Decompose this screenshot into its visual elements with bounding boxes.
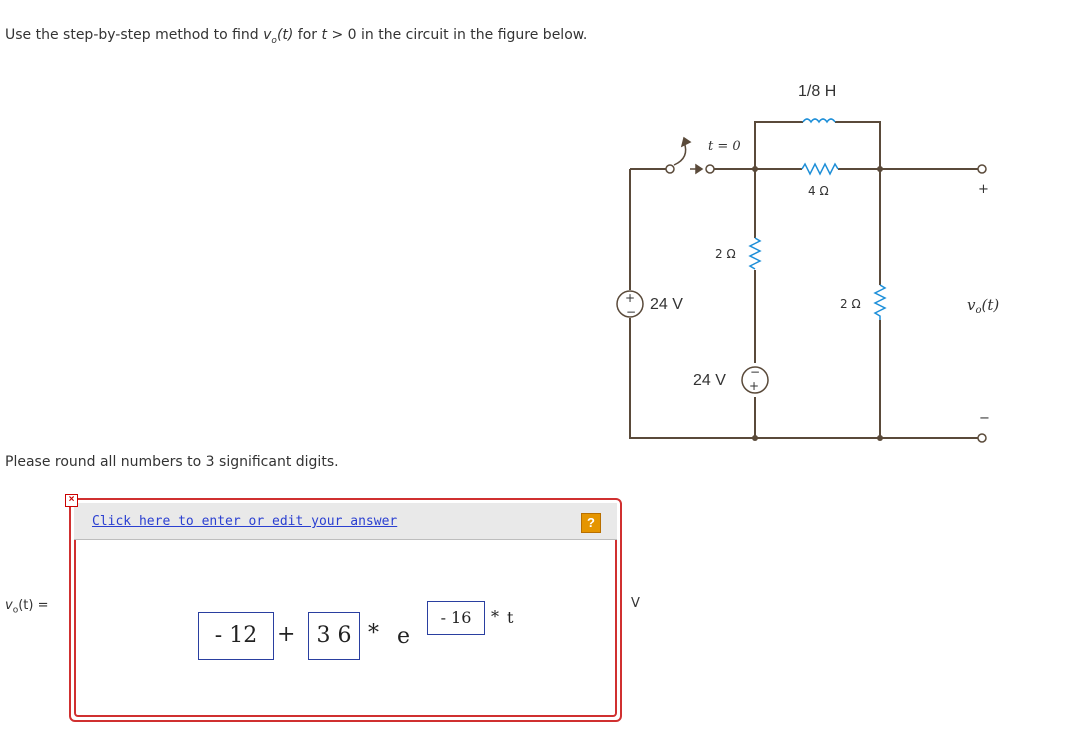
inductor-label: 1/8 H: [798, 83, 836, 100]
source-left: [616, 290, 644, 318]
output-label: vo(t): [967, 296, 999, 316]
answer-widget[interactable]: Click here to enter or edit your answer …: [69, 498, 622, 722]
switch-label: t = 0: [708, 139, 741, 154]
terminal-minus: [977, 433, 987, 443]
t-variable: t: [507, 608, 514, 627]
output-plus: +: [978, 182, 989, 197]
exp-base: e: [397, 624, 411, 649]
plus-operator: +: [277, 622, 296, 647]
terminal-plus: [977, 164, 987, 174]
source-mid-label: 24 V: [693, 372, 726, 389]
vo-variable: vo(t): [263, 27, 294, 46]
question-text: Use the step-by-step method to find vo(t…: [5, 27, 588, 46]
times-operator-2: *: [491, 607, 499, 626]
source-mid: [741, 366, 769, 394]
answer-label: vo(t) =: [5, 598, 49, 616]
close-icon[interactable]: ×: [65, 494, 78, 507]
node-top-mid: [752, 166, 758, 172]
left-wire: [629, 169, 755, 439]
resistor-right: [873, 284, 887, 320]
resistor-mid: [748, 237, 762, 270]
help-icon[interactable]: ?: [581, 513, 601, 533]
source-left-label: 24 V: [650, 296, 683, 313]
inductor-wire: [754, 121, 881, 169]
node-bottom-mid: [752, 435, 758, 441]
term2-box[interactable]: 3 6: [308, 612, 360, 660]
edit-answer-link[interactable]: Click here to enter or edit your answer: [92, 514, 398, 529]
unit-label: V: [631, 596, 640, 611]
answer-header: Click here to enter or edit your answer …: [74, 503, 617, 540]
svg-text:−: −: [626, 305, 636, 319]
node-bottom-right: [877, 435, 883, 441]
term1-box[interactable]: - 12: [198, 612, 274, 660]
svg-text:−: −: [750, 365, 760, 379]
r-top-label: 4 Ω: [808, 184, 829, 198]
node-top-right: [877, 166, 883, 172]
rounding-instruction: Please round all numbers to 3 significan…: [5, 454, 339, 470]
r-right-label: 2 Ω: [840, 297, 861, 311]
svg-text:+: +: [749, 379, 759, 393]
exponent-box[interactable]: - 16: [427, 601, 485, 635]
svg-text:+: +: [625, 291, 635, 305]
resistor-4ohm: [801, 162, 839, 176]
switch-symbol: [665, 136, 715, 175]
times-operator-1: *: [368, 621, 379, 646]
output-minus: −: [979, 411, 990, 426]
circuit-diagram: t = 0 1/8 H 4 Ω 2 Ω 2 Ω + − 24 V − + 24 …: [616, 83, 999, 443]
r-mid-label: 2 Ω: [715, 247, 736, 261]
